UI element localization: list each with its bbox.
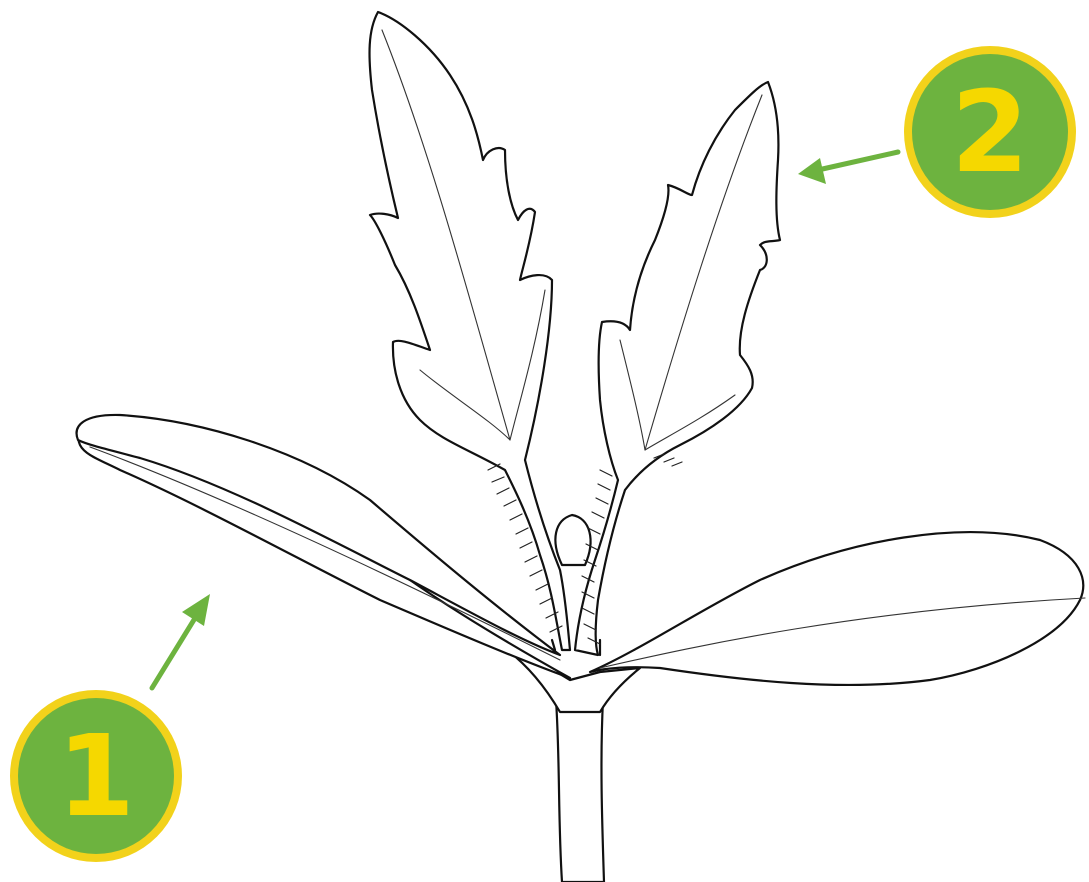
badge-1-label: 1	[57, 712, 135, 842]
arrow-1	[152, 594, 210, 688]
right-cotyledon	[590, 532, 1085, 685]
hypocotyl-stem	[500, 645, 640, 882]
badge-1: 1	[10, 690, 182, 862]
apical-bud	[555, 515, 590, 565]
badge-2-label: 2	[951, 68, 1029, 198]
badge-2: 2	[904, 46, 1076, 218]
right-true-leaf	[552, 82, 780, 655]
arrow-2	[798, 152, 898, 184]
